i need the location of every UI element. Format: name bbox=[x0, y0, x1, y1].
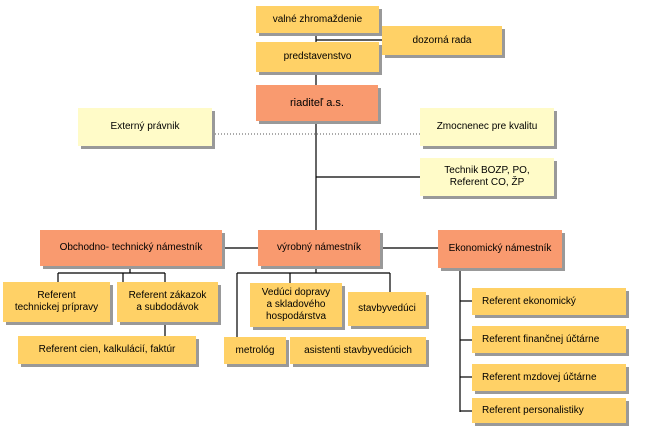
predstavenstvo-box: predstavenstvo bbox=[256, 42, 379, 72]
externy-pravnik-box: Externý právnik bbox=[78, 108, 212, 146]
stavbyveduci-box: stavbyvedúci bbox=[348, 292, 426, 326]
ref-zakazok-box: Referent zákazok a subdodávok bbox=[117, 282, 218, 322]
ref-financnej-uctarne-box: Referent finančnej účtárne bbox=[472, 326, 626, 353]
veduci-dopravy-box: Vedúci dopravy a skladového hospodárstva bbox=[250, 283, 342, 327]
ref-cien-box: Referent cien, kalkulácií, faktúr bbox=[18, 336, 196, 364]
vyrobny-namestnik-box: výrobný námestník bbox=[258, 230, 380, 266]
valne-zhromazdenie-box: valné zhromaždenie bbox=[256, 6, 379, 33]
ref-technickej-pripravy-box: Referent technickej prípravy bbox=[3, 282, 110, 322]
obchodno-namestnik-box: Obchodno- technický námestník bbox=[40, 230, 222, 266]
ref-ekonomicky-box: Referent ekonomický bbox=[472, 288, 626, 315]
riaditel-box: riaditeľ a.s. bbox=[256, 85, 378, 121]
ref-personalistiky-box: Referent personalistiky bbox=[472, 398, 626, 423]
technik-box: Technik BOZP, PO, Referent CO, ŽP bbox=[420, 158, 554, 196]
ekonomicky-namestnik-box: Ekonomický námestník bbox=[438, 230, 562, 268]
dozorna-rada-box: dozorná rada bbox=[382, 26, 502, 55]
zmocnenec-box: Zmocnenec pre kvalitu bbox=[420, 108, 554, 146]
ref-mzdovej-uctarne-box: Referent mzdovej účtárne bbox=[472, 364, 626, 391]
asistenti-box: asistenti stavbyvedúcich bbox=[290, 337, 426, 364]
metrolog-box: metrológ bbox=[224, 337, 286, 364]
